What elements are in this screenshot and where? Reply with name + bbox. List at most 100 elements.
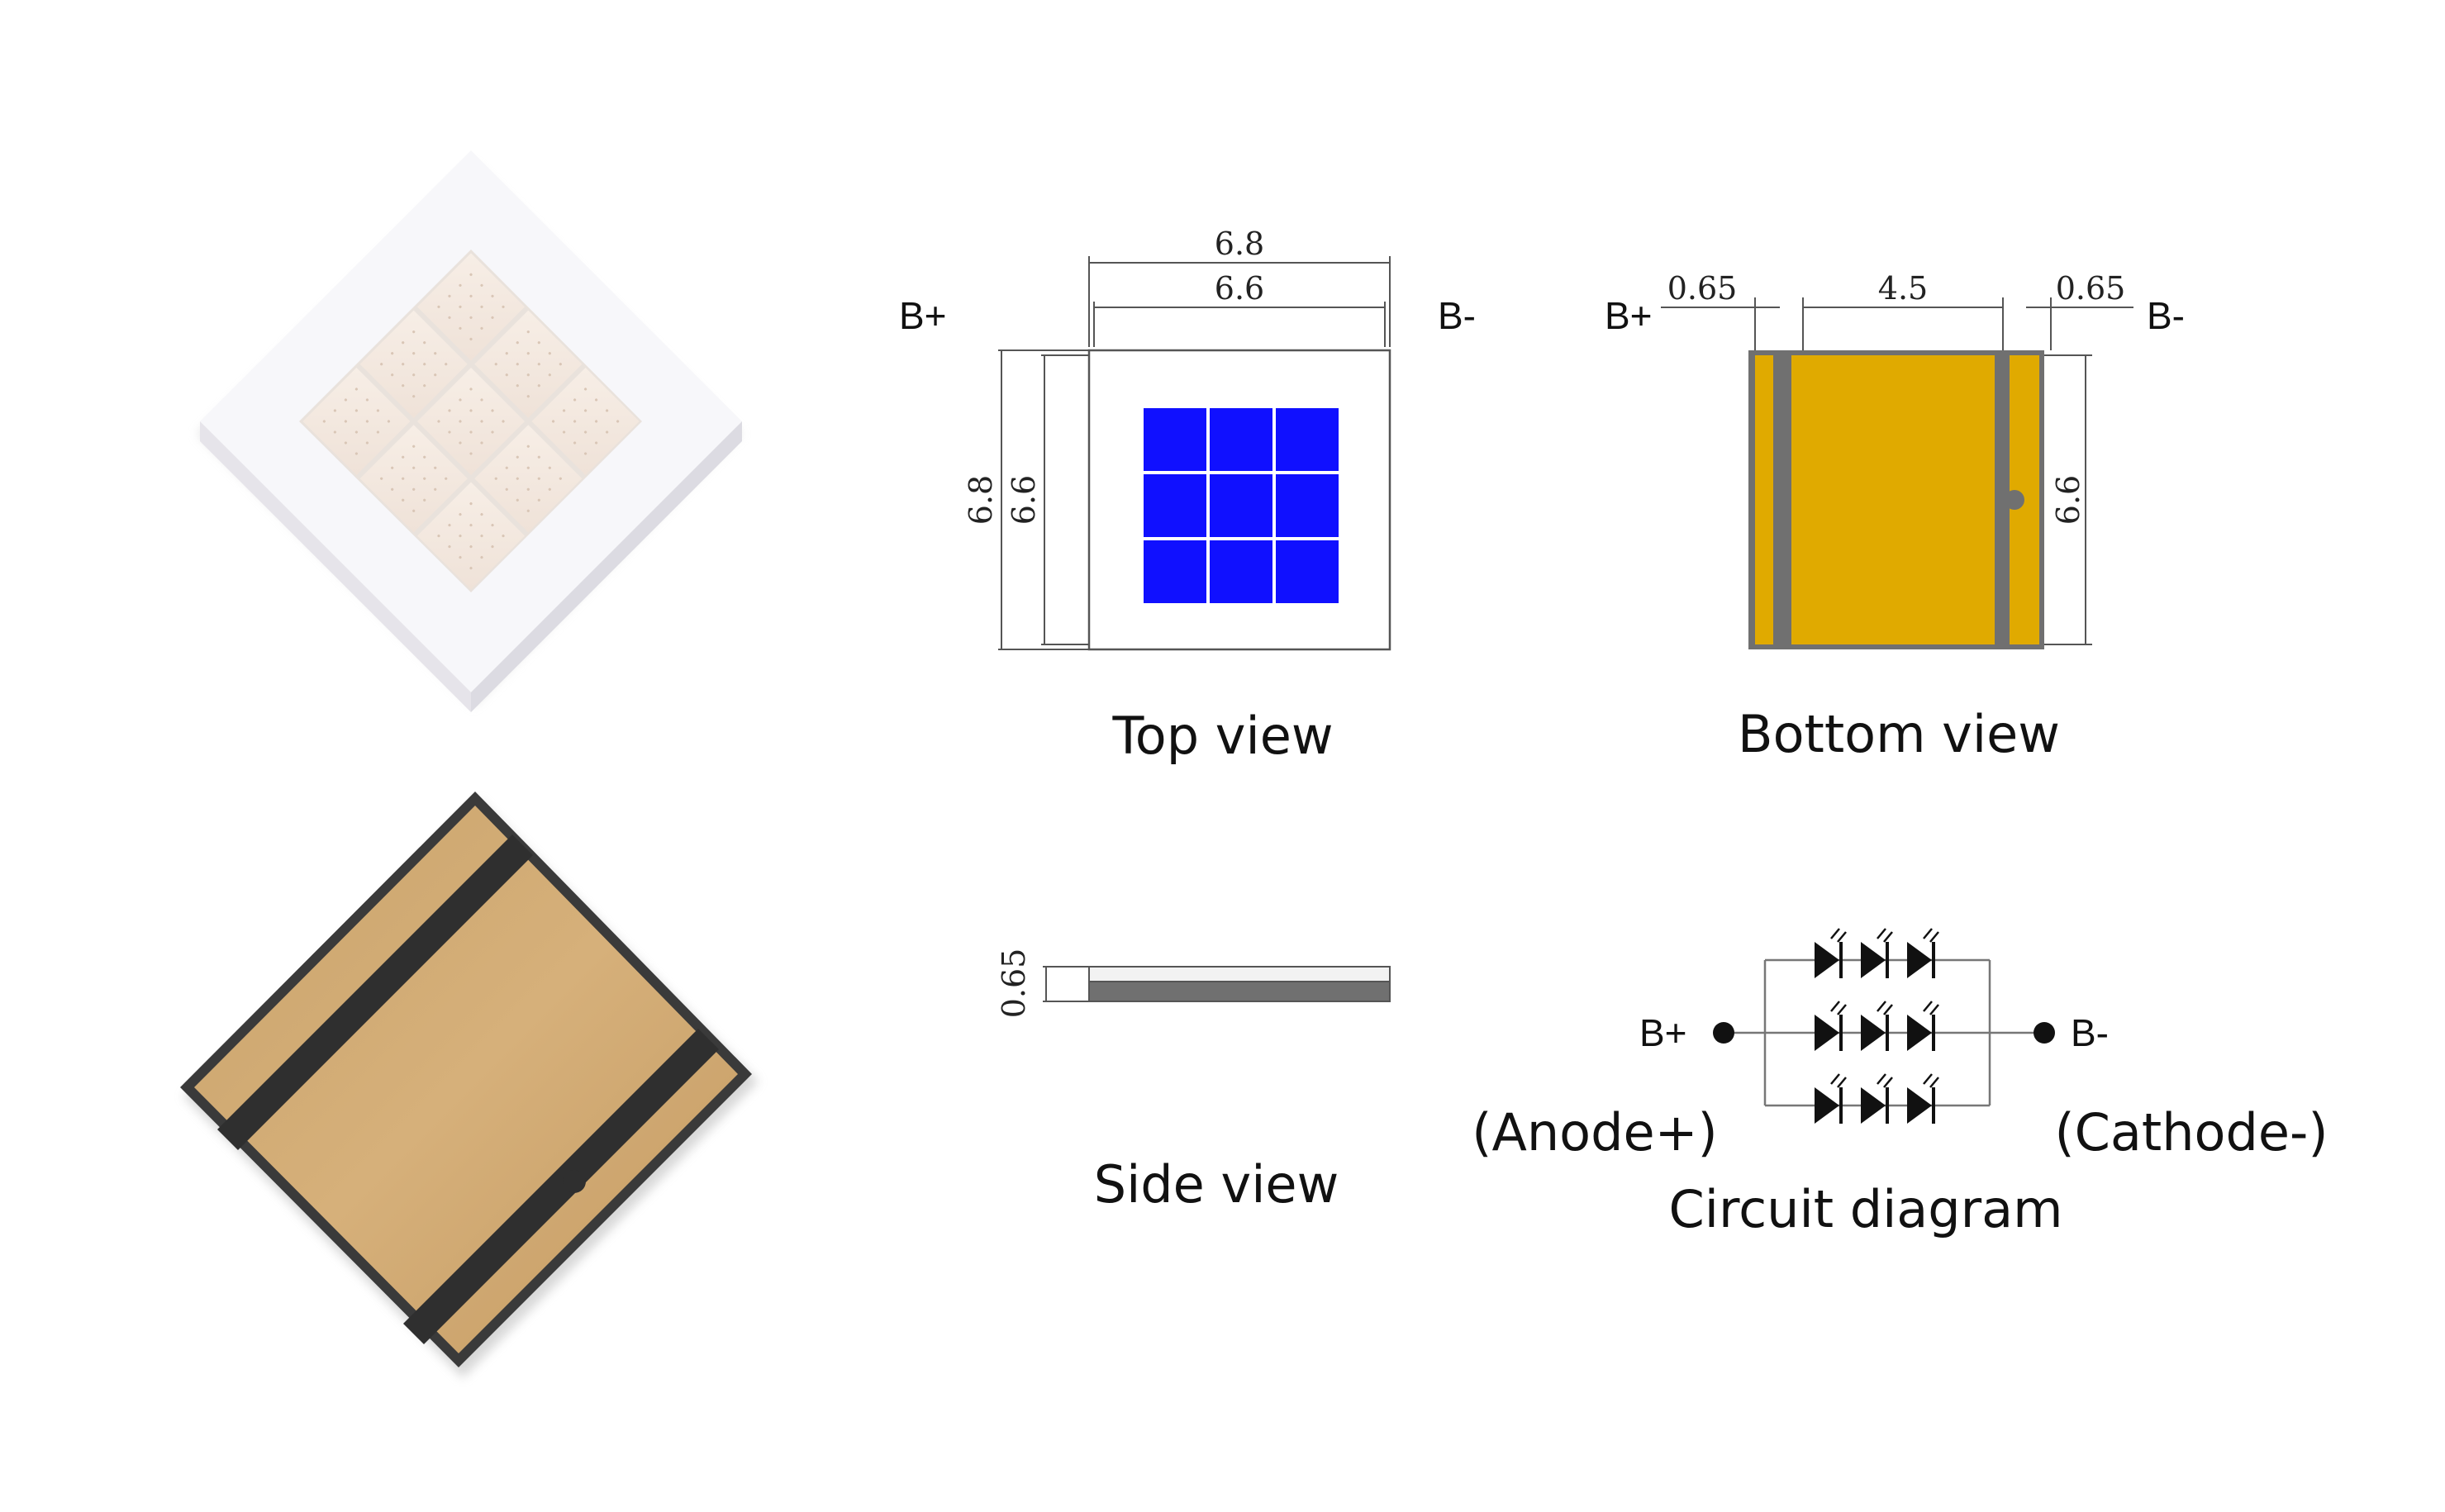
- led-array-parallel: [1765, 928, 1990, 1124]
- chip-dot: [573, 441, 577, 445]
- chip-dot: [469, 273, 473, 276]
- chip-dot: [437, 534, 440, 538]
- top-view-caption: Top view: [1111, 706, 1333, 766]
- chip-dot: [448, 545, 451, 549]
- chip-dot: [354, 388, 359, 391]
- chip-dot: [505, 352, 508, 355]
- chip-dot: [505, 487, 508, 491]
- cathode-label: (Cathode-): [2054, 1102, 2328, 1163]
- chip-dot: [526, 509, 530, 512]
- chip-dot: [437, 305, 440, 309]
- chip-dot: [412, 373, 416, 377]
- chip-dot: [402, 498, 405, 502]
- led-substrate-edge-right: [471, 421, 742, 712]
- chip-dot: [573, 420, 577, 423]
- chip-dot: [595, 441, 598, 445]
- chip-dot: [469, 409, 473, 412]
- chip-dot: [469, 502, 473, 506]
- chip-dot: [459, 420, 462, 423]
- chip-dot: [469, 388, 473, 391]
- chip-dot: [437, 420, 440, 423]
- chip-dot: [595, 398, 598, 402]
- chip-dot: [365, 398, 369, 402]
- chip-dot: [548, 487, 551, 491]
- chip-dot: [391, 466, 394, 469]
- led-chip: [1210, 474, 1272, 537]
- chip-dot: [559, 363, 562, 366]
- top-view-pin-right: B-: [1438, 294, 1476, 337]
- chip-dot: [537, 341, 540, 345]
- chip-dot: [333, 430, 336, 434]
- chip-dot: [491, 545, 494, 549]
- led-chip: [1210, 408, 1272, 471]
- side-dim-thickness: 0.65: [996, 949, 1032, 1019]
- chip-dot: [469, 567, 473, 570]
- chip-dot: [402, 384, 405, 388]
- chip-dot: [516, 363, 519, 366]
- chip-dot: [583, 409, 587, 412]
- chip-dot: [469, 430, 473, 434]
- chip-dot: [491, 409, 494, 412]
- top-dim-inner-width: 6.6: [1215, 270, 1264, 307]
- top-view-chip-grid: [1144, 408, 1339, 603]
- chip-dot: [516, 341, 519, 345]
- chip-dot: [480, 326, 483, 330]
- chip-dot: [380, 477, 383, 480]
- chip-dot: [376, 409, 380, 412]
- chip-dot: [412, 445, 416, 448]
- circuit-pin-left: B+: [1639, 1011, 1687, 1054]
- chip-dot: [537, 363, 540, 366]
- chip-dot: [469, 545, 473, 549]
- bottom-view-drawing: 0.65 4.5 0.65 6.6 B+ B- Bottom view: [1605, 270, 2185, 764]
- chip-dot: [423, 477, 426, 480]
- chip-dot: [412, 330, 416, 334]
- chip-dot: [551, 420, 555, 423]
- chip-dot: [376, 430, 380, 434]
- led-chip: [1144, 408, 1206, 471]
- chip-dot: [391, 373, 394, 377]
- top-view-pin-left: B+: [899, 294, 947, 337]
- chip-dot: [480, 556, 483, 559]
- side-view-caption: Side view: [1094, 1154, 1339, 1215]
- chip-dot: [526, 395, 530, 398]
- led-diode-symbol: [1861, 1001, 1893, 1051]
- bottom-pad-center: [1791, 355, 1995, 644]
- chip-dot: [380, 363, 383, 366]
- chip-dot: [387, 420, 391, 423]
- chip-dot: [423, 363, 426, 366]
- chip-dot: [526, 487, 530, 491]
- chip-dot: [459, 441, 462, 445]
- chip-dot: [459, 512, 462, 516]
- side-view-substrate: [1088, 981, 1391, 1002]
- chip-dot: [354, 409, 359, 412]
- anode-label: (Anode+): [1472, 1102, 1717, 1163]
- chip-dot: [516, 498, 519, 502]
- chip-dot: [526, 330, 530, 334]
- led-chip: [1144, 540, 1206, 603]
- chip-dot: [412, 487, 416, 491]
- chip-dot: [505, 466, 508, 469]
- led-diode-symbol: [1861, 928, 1893, 978]
- chip-dot: [445, 477, 448, 480]
- top-dim-outer-width: 6.8: [1215, 226, 1264, 262]
- chip-dot: [434, 466, 437, 469]
- chip-dot: [448, 316, 451, 320]
- chip-dot: [537, 455, 540, 459]
- chip-dot: [459, 326, 462, 330]
- chip-dot: [583, 430, 587, 434]
- led-bottom-gap-left: [217, 834, 533, 1150]
- led-diode-symbol: [1815, 1073, 1847, 1124]
- circuit-caption: Circuit diagram: [1668, 1179, 2062, 1239]
- chip-dot: [505, 373, 508, 377]
- chip-dot: [434, 487, 437, 491]
- chip-dot: [573, 398, 577, 402]
- chip-dot: [469, 316, 473, 320]
- chip-dot: [583, 388, 587, 391]
- chip-dot: [423, 384, 426, 388]
- chip-dot: [526, 445, 530, 448]
- chip-dot: [480, 441, 483, 445]
- chip-dot: [595, 420, 598, 423]
- chip-dot: [423, 455, 426, 459]
- chip-dot: [448, 523, 451, 527]
- chip-dot: [469, 452, 473, 455]
